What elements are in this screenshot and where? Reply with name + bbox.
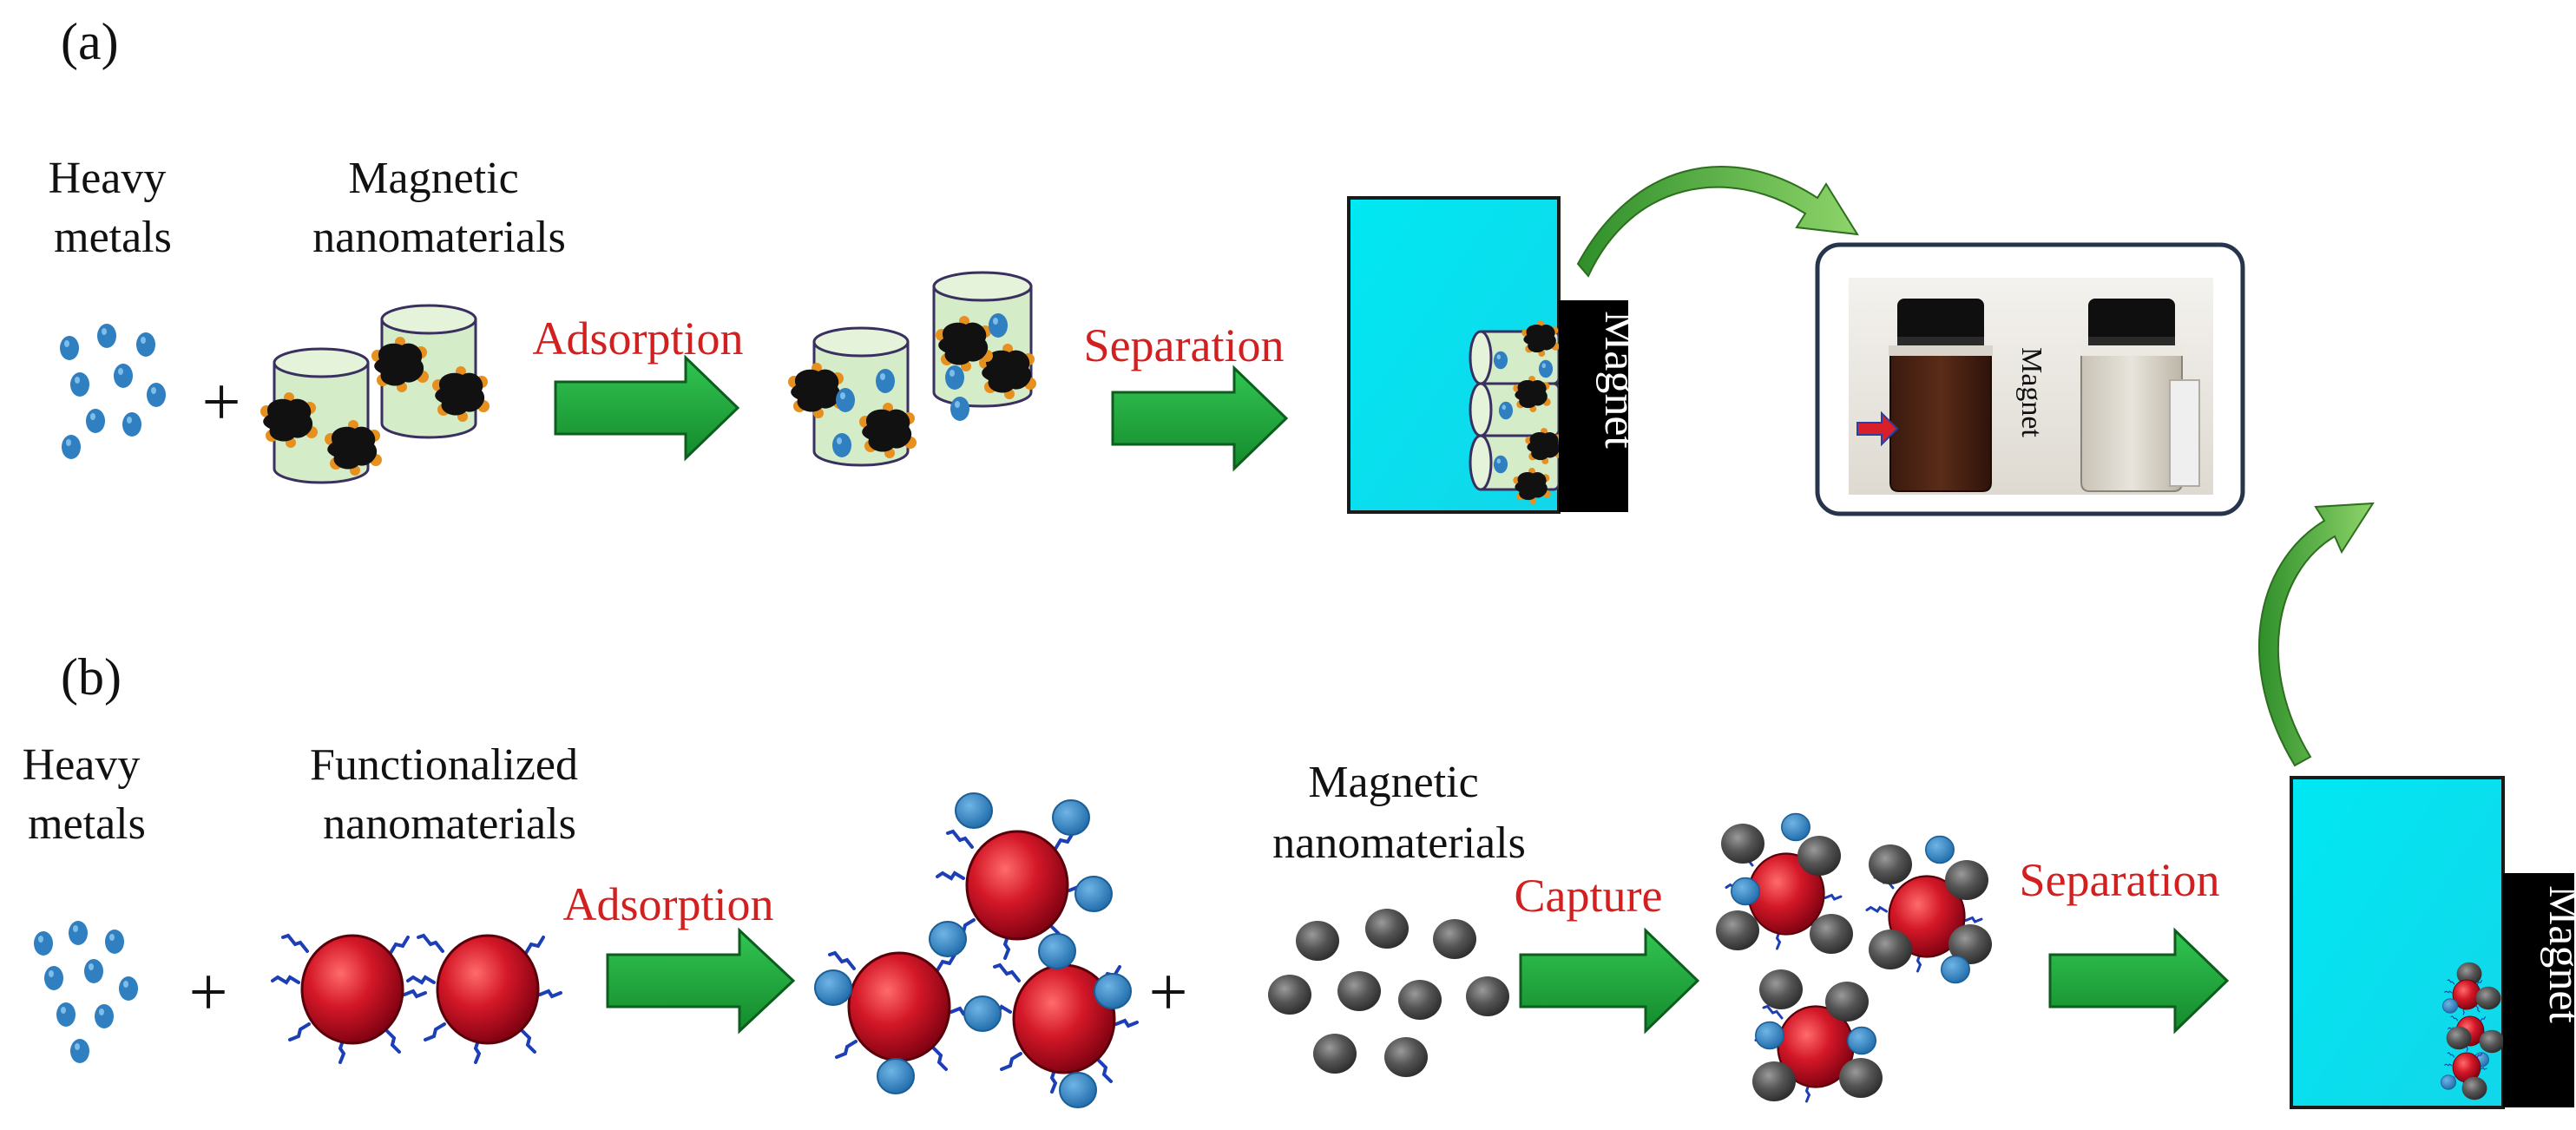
panel-a-heavy-metals-line2: metals [54, 213, 172, 262]
panel-a-heavy-metals-line1: Heavy [49, 154, 167, 203]
panel-b-adsorption-arrow [606, 927, 796, 1035]
captured-complex [1752, 969, 1883, 1103]
panel-a-magnet-label: Magnet [1595, 311, 1645, 449]
panel-b-heavy-metals-label: Heavy metals [23, 740, 152, 849]
panel-b-plus-sign-1: + [188, 955, 227, 1031]
panel-b-magnet-label: Magnet [2540, 885, 2576, 1023]
panel-b-separation-label: Separation [2020, 854, 2220, 906]
panel-b-adsorption-label: Adsorption [563, 878, 774, 930]
panel-b-functionalized-nanomaterials [271, 934, 562, 1064]
panel-b-heavy-metals-line2: metals [28, 799, 146, 849]
panel-a-plus-sign: + [201, 365, 240, 441]
panel-b-functionalized-nanomaterials-label: Functionalized nanomaterials [310, 740, 589, 849]
panel-b-separation-vessel: Magnet [2290, 776, 2576, 1109]
panel-a-separation-vessel: Magnet [1347, 196, 1645, 514]
result-photo: Magnet [1815, 242, 2245, 516]
panel-a-adsorption-label: Adsorption [533, 312, 744, 365]
panel-b-heavy-metals-line1: Heavy [23, 740, 141, 790]
panel-a-heavy-metal-ions [60, 324, 166, 459]
panel-a-magnetic-nanomaterial-cylinders [260, 304, 490, 484]
panel-b-magnetic-nanoparticles [1268, 909, 1509, 1077]
panel-a-collected-cylinders [1469, 319, 1563, 505]
curved-arrow-to-photo [1576, 166, 1859, 278]
captured-complex [1865, 835, 1992, 984]
panel-a-magnet-bar [1559, 300, 1628, 512]
panel-b-loaded-functionalized-nanomaterials [814, 792, 1139, 1108]
panel-b-separation-arrow [2048, 927, 2230, 1035]
panel-b-captured-complexes [1716, 812, 1992, 1103]
panel-b-functionalized-line2: nanomaterials [323, 799, 576, 849]
panel-a-loaded-cylinders [788, 271, 1036, 467]
curved-arrow-from-panel-b [2257, 502, 2375, 767]
panel-b-label: (b) [61, 648, 122, 706]
vial-before-separation [1889, 299, 1993, 492]
panel-a-magnetic-line2: nanomaterials [312, 213, 566, 262]
panel-a-adsorption-arrow [554, 354, 740, 462]
panel-a-heavy-metals-label: Heavy metals [49, 154, 178, 262]
panel-b-capture-label: Capture [1515, 870, 1663, 922]
panel-b-functionalized-line1: Functionalized [310, 740, 578, 790]
panel-a-separation-arrow [1111, 365, 1289, 472]
panel-b-plus-sign-2: + [1148, 955, 1187, 1031]
panel-b-capture-arrow [1519, 927, 1700, 1035]
panel-a-magnetic-nanomaterials-label: Magnetic nanomaterials [312, 154, 566, 262]
panel-b-magnetic-line2: nanomaterials [1272, 818, 1526, 868]
panel-a-separation-label: Separation [1084, 319, 1285, 371]
vial-after-separation [2080, 299, 2200, 492]
panel-a-magnetic-line1: Magnetic [348, 154, 518, 203]
panel-b-magnet-bar [2503, 873, 2574, 1107]
panel-b-heavy-metal-ions [34, 921, 138, 1063]
photo-red-arrow [1856, 411, 1899, 447]
captured-complex [1716, 812, 1853, 954]
panel-b-magnetic-nanomaterials-label: Magnetic nanomaterials [1272, 758, 1526, 868]
panel-a-label: (a) [61, 13, 119, 70]
panel-b-magnetic-line1: Magnetic [1308, 758, 1478, 807]
photo-magnet-label: Magnet [2015, 347, 2047, 437]
